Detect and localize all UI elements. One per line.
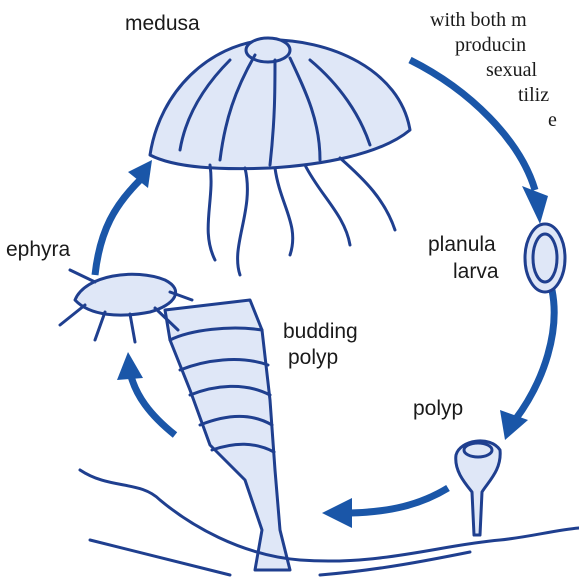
caption-line-3: sexual	[486, 58, 537, 83]
arrow-ephyra-to-medusa	[95, 160, 152, 275]
polyp-illustration	[456, 441, 500, 535]
budding-polyp-illustration	[165, 300, 290, 570]
caption-line-5: e	[548, 108, 557, 133]
label-planula-line1: planula	[428, 233, 496, 257]
label-planula-line2: larva	[453, 260, 499, 284]
sea-floor	[80, 470, 579, 575]
label-budding-line1: budding	[283, 320, 358, 344]
arrow-budding-to-ephyra	[117, 352, 175, 435]
medusa-illustration	[150, 38, 410, 275]
caption-line-4: tiliz	[518, 83, 549, 108]
planula-larva-illustration	[525, 224, 565, 292]
label-budding-line2: polyp	[288, 346, 338, 370]
caption-line-1: with both m	[430, 8, 527, 33]
label-ephyra: ephyra	[6, 238, 70, 262]
label-medusa: medusa	[125, 12, 200, 36]
label-polyp: polyp	[413, 397, 463, 421]
arrow-planula-to-polyp	[500, 290, 554, 440]
caption-line-2: producin	[455, 33, 526, 58]
arrow-polyp-to-budding	[322, 488, 448, 528]
